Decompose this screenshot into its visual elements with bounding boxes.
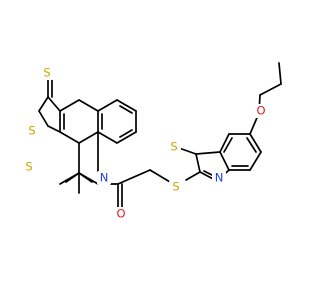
bond xyxy=(249,133,262,153)
label-background xyxy=(22,160,36,174)
bond xyxy=(219,133,230,153)
molecule-diagram-canvas: S S S N O S S N O xyxy=(22,62,282,221)
atom-label-layer: S S S N O S S N O xyxy=(22,66,268,221)
bond xyxy=(219,151,230,171)
bond xyxy=(119,129,133,138)
sulfur-thioether-label: S xyxy=(172,180,179,194)
bond xyxy=(47,125,61,133)
nitrogen-benzothiazole-label: N xyxy=(215,171,224,185)
bond xyxy=(97,131,118,144)
bond xyxy=(223,137,233,153)
bond xyxy=(249,151,262,171)
bond xyxy=(78,131,99,144)
bond xyxy=(47,96,61,112)
bond xyxy=(185,171,201,181)
sulfur-dithiole-top-label: S xyxy=(28,124,35,138)
sulfur-benzothiazole-label: S xyxy=(170,140,177,154)
bond xyxy=(65,172,80,183)
bond xyxy=(78,172,93,183)
bond xyxy=(59,131,80,144)
sulfur-dithiole-bottom-label: S xyxy=(25,160,32,174)
label-background xyxy=(25,124,39,138)
label-background xyxy=(114,207,128,221)
label-background xyxy=(254,104,268,118)
label-background xyxy=(212,171,226,185)
molecule-structure: S S S N O S S N O xyxy=(22,62,282,221)
bond xyxy=(38,96,49,112)
bond xyxy=(119,105,133,114)
sulfur-thione-label: S xyxy=(43,66,50,80)
bond xyxy=(117,169,151,185)
bond xyxy=(59,99,80,112)
bond xyxy=(195,153,201,173)
bond-layer xyxy=(38,62,282,210)
bond xyxy=(78,99,99,112)
bond xyxy=(195,151,221,155)
bond xyxy=(259,83,282,96)
bond xyxy=(278,62,282,85)
nitrogen-quinoline-label: N xyxy=(100,171,109,185)
oxygen-carbonyl-label: O xyxy=(116,207,125,221)
bond xyxy=(116,131,137,144)
label-background xyxy=(167,140,181,154)
oxygen-ether-label: O xyxy=(256,104,265,118)
bond xyxy=(97,99,118,112)
bond xyxy=(149,169,171,183)
bond xyxy=(116,99,137,112)
label-background xyxy=(97,171,111,185)
bond xyxy=(38,110,49,127)
bond xyxy=(246,137,257,153)
label-background xyxy=(169,180,183,194)
label-background xyxy=(40,66,54,80)
